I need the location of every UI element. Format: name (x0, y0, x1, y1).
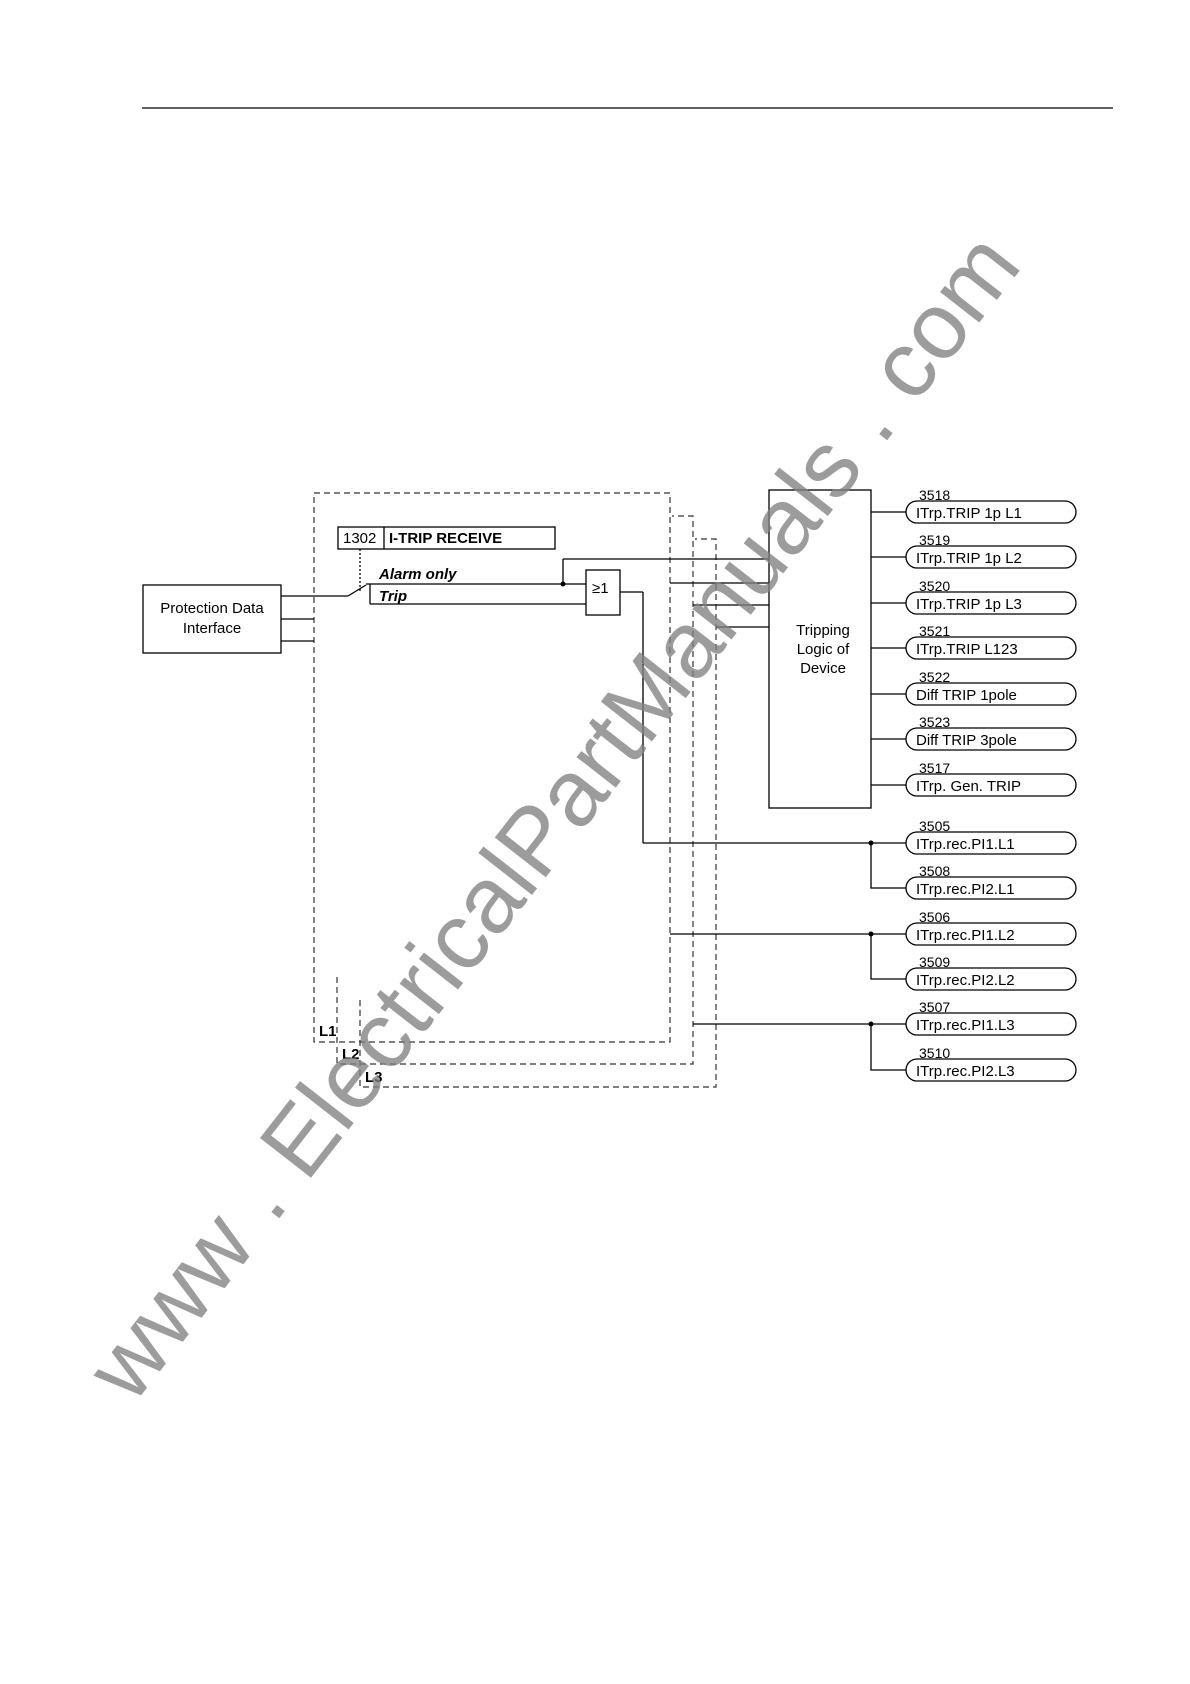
output-number: 3508 (919, 863, 950, 879)
output-label: Diff TRIP 1pole (916, 687, 1017, 704)
tripping-logic-block (768, 489, 872, 809)
output-number: 3517 (919, 760, 950, 776)
or-gate-symbol: ≥1 (592, 580, 609, 597)
phase-frame-l2 (336, 515, 694, 1065)
output-number: 3507 (919, 999, 950, 1015)
tripping-logic-line1: Tripping (796, 622, 850, 639)
output-3517: 3517 ITrp. Gen. TRIP (905, 760, 1077, 797)
output-label: ITrp. Gen. TRIP (916, 778, 1021, 795)
output-3523: 3523 Diff TRIP 3pole (905, 714, 1077, 751)
output-label: ITrp.rec.PI1.L3 (916, 1017, 1015, 1034)
protection-data-interface-block (142, 584, 282, 654)
output-label: ITrp.rec.PI2.L2 (916, 972, 1015, 989)
output-label: ITrp.TRIP 1p L1 (916, 505, 1022, 522)
output-number: 3510 (919, 1045, 950, 1061)
output-3510: 3510 ITrp.rec.PI2.L3 (905, 1045, 1077, 1082)
setting-name: I-TRIP RECEIVE (389, 530, 502, 547)
output-3518: 3518 ITrp.TRIP 1p L1 (905, 487, 1077, 524)
output-3507: 3507 ITrp.rec.PI1.L3 (905, 999, 1077, 1036)
output-number: 3506 (919, 909, 950, 925)
output-3509: 3509 ITrp.rec.PI2.L2 (905, 954, 1077, 991)
output-3521: 3521 ITrp.TRIP L123 (905, 623, 1077, 660)
output-label: ITrp.rec.PI2.L3 (916, 1063, 1015, 1080)
option-trip: Trip (379, 588, 407, 605)
phase-frame-l3 (359, 538, 717, 1088)
output-number: 3518 (919, 487, 950, 503)
tripping-logic-line2: Logic of (797, 641, 850, 658)
output-number: 3520 (919, 578, 950, 594)
output-number: 3509 (919, 954, 950, 970)
output-label: ITrp.rec.PI1.L2 (916, 927, 1015, 944)
phase-label-l3: L3 (365, 1069, 383, 1086)
setting-1302-box (337, 526, 556, 550)
output-3506: 3506 ITrp.rec.PI1.L2 (905, 909, 1077, 946)
output-number: 3521 (919, 623, 950, 639)
protection-data-interface-line2: Interface (183, 620, 241, 637)
protection-data-interface-line1: Protection Data (160, 600, 264, 617)
phase-frame-l1 (313, 492, 671, 1043)
output-number: 3522 (919, 669, 950, 685)
output-label: ITrp.TRIP 1p L3 (916, 596, 1022, 613)
output-label: ITrp.rec.PI1.L1 (916, 836, 1015, 853)
phase-label-l1: L1 (319, 1023, 337, 1040)
output-3505: 3505 ITrp.rec.PI1.L1 (905, 818, 1077, 855)
output-3522: 3522 Diff TRIP 1pole (905, 669, 1077, 706)
output-number: 3523 (919, 714, 950, 730)
output-label: ITrp.TRIP 1p L2 (916, 550, 1022, 567)
option-alarm-only: Alarm only (378, 566, 457, 583)
output-3520: 3520 ITrp.TRIP 1p L3 (905, 578, 1077, 615)
output-label: Diff TRIP 3pole (916, 732, 1017, 749)
phase-label-l2: L2 (342, 1046, 360, 1063)
output-label: ITrp.TRIP L123 (916, 641, 1018, 658)
output-number: 3505 (919, 818, 950, 834)
output-label: ITrp.rec.PI2.L1 (916, 881, 1015, 898)
setting-address: 1302 (343, 530, 376, 547)
tripping-logic-line3: Device (800, 660, 846, 677)
output-3508: 3508 ITrp.rec.PI2.L1 (905, 863, 1077, 900)
output-3519: 3519 ITrp.TRIP 1p L2 (905, 532, 1077, 569)
output-number: 3519 (919, 532, 950, 548)
